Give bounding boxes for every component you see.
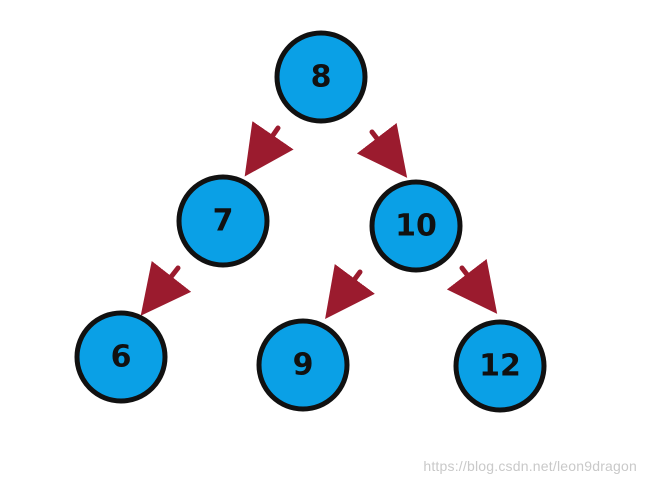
edge-8-to-7 — [244, 121, 294, 177]
tree-node-label-6: 6 — [111, 340, 132, 375]
tree-node-8: 8 — [274, 30, 368, 124]
tree-node-label-10: 10 — [395, 209, 437, 244]
tree-node-7: 7 — [176, 174, 270, 268]
tree-node-label-9: 9 — [293, 348, 314, 383]
tree-node-label-12: 12 — [479, 349, 521, 384]
edge-8-to-10 — [356, 122, 408, 178]
edge-10-to-9 — [325, 264, 375, 320]
tree-node-label-8: 8 — [311, 60, 332, 95]
nodes-group: 8 7 10 6 9 12 — [74, 30, 547, 413]
tree-node-10: 10 — [369, 179, 463, 273]
tree-node-6: 6 — [74, 310, 168, 404]
edge-10-to-12 — [446, 258, 498, 314]
tree-node-12: 12 — [453, 319, 547, 413]
edges-group — [140, 121, 498, 320]
tree-node-9: 9 — [256, 318, 350, 412]
edge-7-to-6 — [140, 260, 192, 316]
tree-node-label-7: 7 — [213, 204, 234, 239]
watermark-text: https://blog.csdn.net/leon9dragon — [423, 458, 637, 474]
